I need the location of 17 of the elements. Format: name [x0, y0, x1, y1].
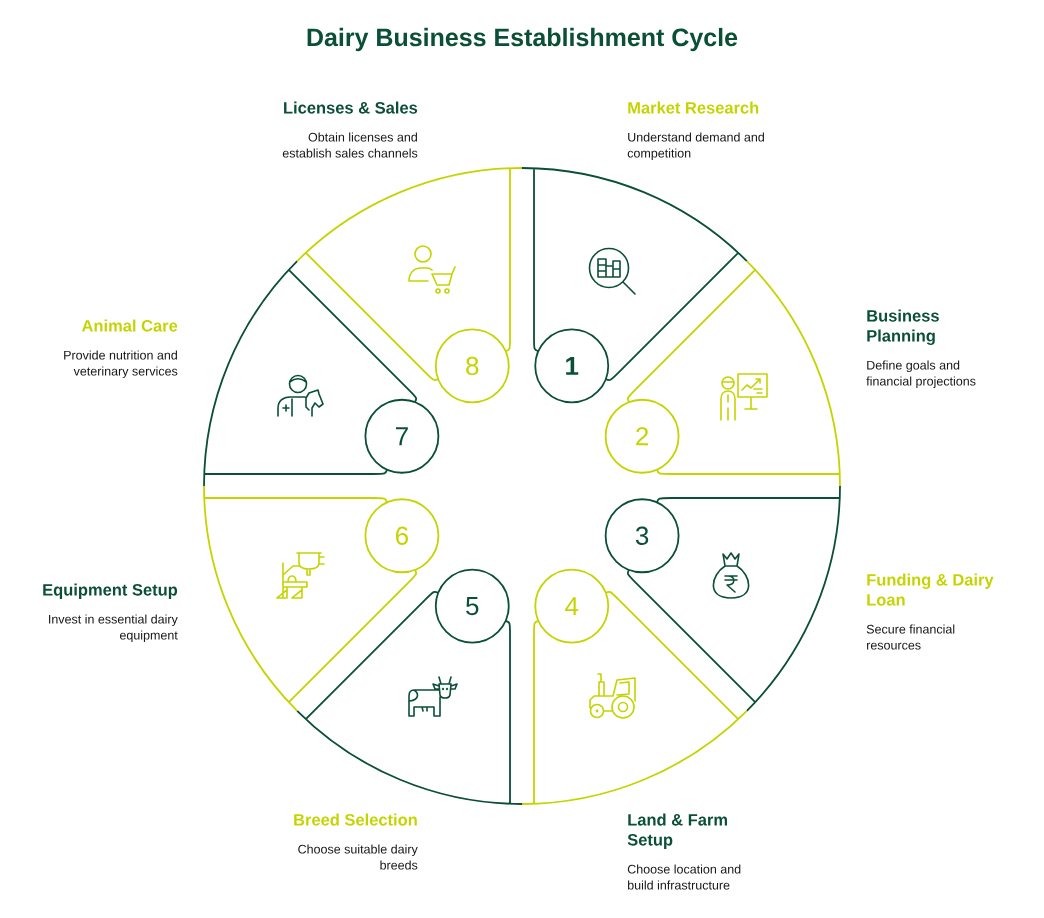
step-description: Choose suitable dairy breeds	[298, 844, 418, 870]
step-description: Understand demand and competition	[627, 132, 764, 161]
step-description: Define goals and financial projections	[866, 360, 976, 389]
step-heading: Land & Farm Setup	[627, 813, 727, 849]
step-heading: Business Planning	[867, 309, 939, 345]
step-heading: Equipment Setup	[43, 583, 178, 599]
step-description: Provide nutrition and veterinary services	[64, 350, 178, 379]
step-description: Invest in essential dairy equipment	[49, 614, 178, 643]
step-heading: Licenses & Sales	[284, 101, 418, 114]
step-heading: Market Research	[628, 101, 759, 114]
step-heading: Animal Care	[81, 319, 178, 332]
step-description: Secure financial resources	[866, 624, 955, 650]
step-heading: Funding & Dairy Loan	[867, 573, 994, 606]
title: Dairy Business Establishment Cycle	[307, 27, 738, 52]
step-heading: Breed Selection	[294, 813, 417, 826]
step-description: Obtain licenses and establish sales channels	[282, 132, 418, 158]
step-description: Choose location and build infrastructure	[627, 864, 741, 890]
